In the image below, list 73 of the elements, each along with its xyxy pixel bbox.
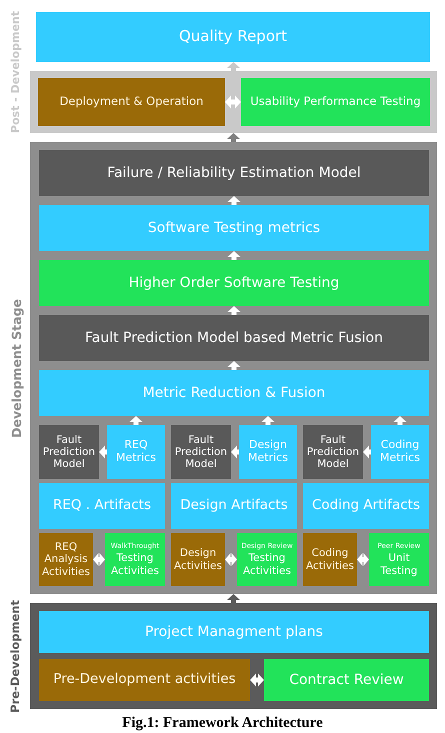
- box-label: Quality Report: [178, 28, 288, 46]
- process-box: [39, 205, 429, 251]
- process-box: [369, 533, 429, 586]
- arrow: [363, 446, 371, 458]
- process-box: [107, 425, 165, 479]
- process-box: [239, 425, 297, 479]
- arrow: [262, 416, 274, 425]
- arrow: [130, 416, 142, 425]
- figure-caption: Fig.1: Framework Architecture: [121, 714, 324, 733]
- arrow: [99, 446, 107, 458]
- double-arrow: [250, 674, 264, 686]
- box-label: Fault Prediction Model based Metric Fusion: [85, 330, 383, 346]
- arrow: [228, 306, 240, 315]
- box-label: REQ Analysis Activities: [42, 541, 90, 578]
- arrow: [227, 594, 240, 603]
- box-label: Fault Prediction Model: [306, 434, 360, 470]
- box-label: Testing Activities: [110, 552, 160, 577]
- process-box: [303, 425, 363, 479]
- double-arrow: [225, 96, 241, 108]
- process-box: [264, 659, 429, 701]
- box-label: Testing Activities: [242, 552, 292, 577]
- process-box: [171, 533, 225, 586]
- arrow: [394, 416, 406, 425]
- double-arrow: [225, 553, 237, 566]
- box-label: REQ Metrics: [115, 439, 157, 465]
- process-box: [171, 425, 231, 479]
- arrow: [228, 361, 240, 370]
- process-box: [36, 12, 430, 62]
- double-arrow: [93, 553, 105, 566]
- box-label: Higher Order Software Testing: [128, 274, 340, 292]
- arrow: [228, 251, 240, 260]
- box-label: Design Activities: [174, 547, 222, 572]
- box-label: Design Artifacts: [180, 498, 288, 514]
- double-arrow: [357, 553, 369, 566]
- box-label: Software Testing metrics: [148, 220, 320, 236]
- box-label: Contract Review: [289, 672, 404, 688]
- process-box: [39, 150, 429, 196]
- box-label: Fault Prediction Model: [42, 434, 96, 470]
- process-box: [39, 425, 99, 479]
- process-box: [39, 533, 93, 586]
- box-label: Pre-Development activities: [53, 672, 236, 688]
- process-box: [171, 483, 297, 529]
- arrow: [227, 133, 240, 142]
- box-label: Coding Activities: [306, 547, 354, 572]
- process-box: [241, 78, 430, 126]
- process-box: [303, 483, 429, 529]
- box-label: Coding Metrics: [379, 439, 421, 465]
- arrow: [228, 196, 240, 205]
- box-label: Unit Testing: [380, 552, 418, 577]
- process-box: [303, 533, 357, 586]
- box-label: Metric Reduction & Fusion: [142, 384, 326, 402]
- arrow: [227, 62, 240, 71]
- stage-label: Pre-Development: [9, 600, 23, 712]
- box-label: Project Managment plans: [145, 624, 323, 640]
- box-label: Deployment & Operation: [60, 95, 204, 109]
- process-box: [39, 483, 165, 529]
- process-box: [39, 315, 429, 361]
- box-label: Failure / Reliability Estimation Model: [107, 164, 361, 182]
- process-box: [39, 611, 429, 653]
- process-box: [39, 260, 429, 306]
- process-box: [39, 659, 250, 701]
- process-box: [38, 78, 225, 126]
- box-label: Coding Artifacts: [312, 498, 420, 514]
- arrow: [231, 446, 239, 458]
- box-label: Fault Prediction Model: [174, 434, 228, 470]
- process-box: [105, 533, 165, 586]
- box-label: REQ . Artifacts: [52, 498, 151, 514]
- box-label: Usability Performance Testing: [250, 95, 421, 109]
- stage-label: Development Stage: [8, 298, 24, 438]
- process-box: [237, 533, 297, 586]
- box-label: Design Metrics: [247, 439, 289, 465]
- process-box: [371, 425, 429, 479]
- process-box: [39, 370, 429, 416]
